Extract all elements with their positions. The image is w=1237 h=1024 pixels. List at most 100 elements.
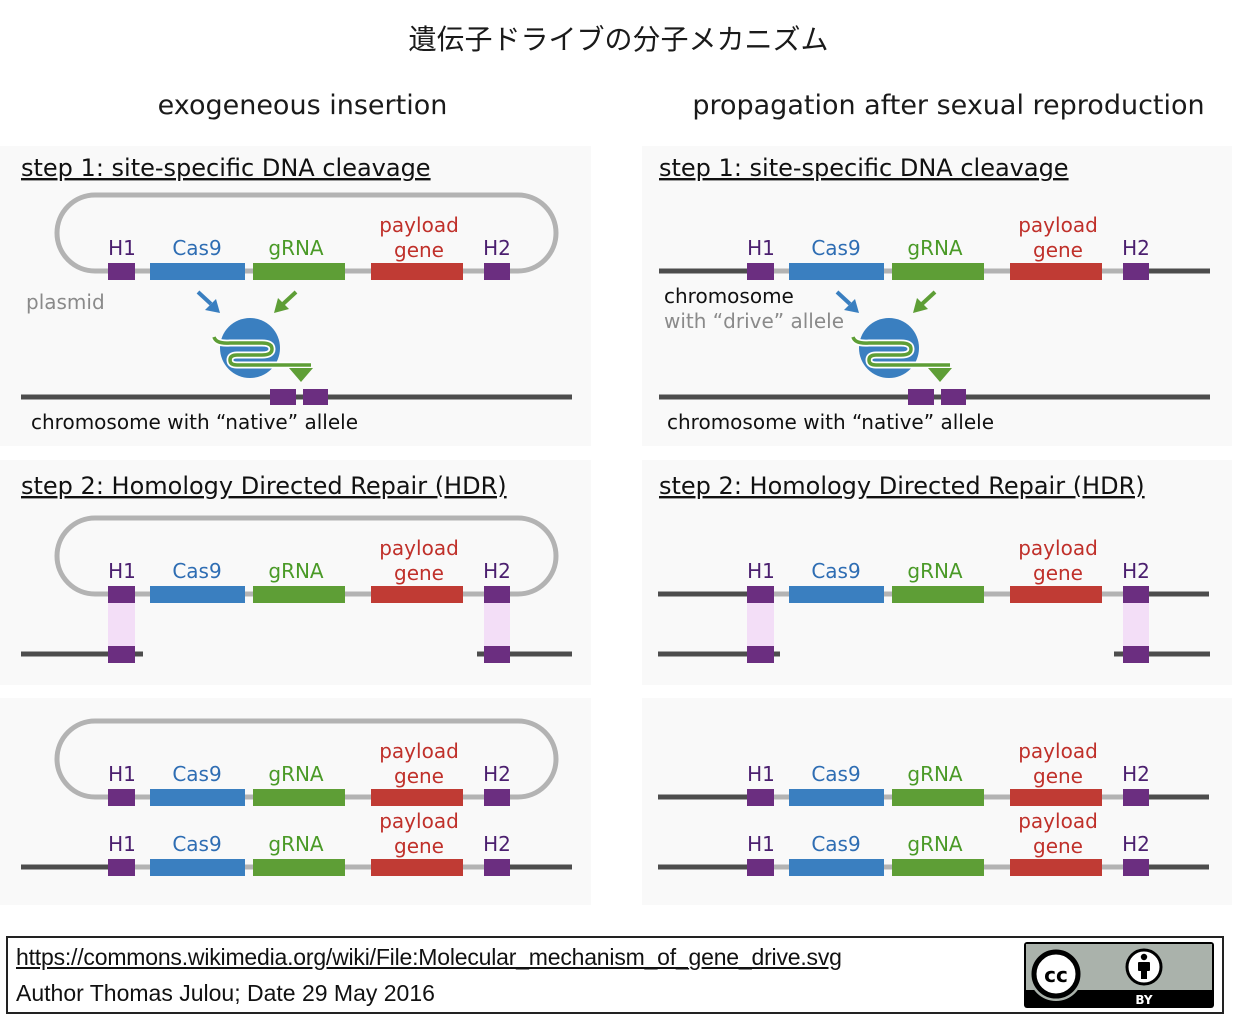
attribution-footer: https://commons.wikimedia.org/wiki/File:…: [6, 936, 1224, 1014]
cas9-label: Cas9: [811, 762, 860, 786]
h2-block: [484, 859, 510, 876]
native-h1-block: [747, 646, 774, 663]
h2-label: H2: [483, 236, 511, 260]
payload-label-line2: gene: [1033, 238, 1083, 262]
grna-block: [253, 789, 345, 806]
hdr-highlight-h1: [108, 603, 135, 648]
step2-title: step 2: Homology Directed Repair (HDR): [659, 472, 1145, 500]
payload-block: [1010, 789, 1102, 806]
diagram-left-result: H1 Cas9 gRNA payload gene H2 H1 Cas9 gRN…: [21, 718, 572, 876]
h2-label: H2: [1122, 762, 1150, 786]
cc-by-license-badge[interactable]: cc BY: [1024, 942, 1214, 1008]
step1-title: step 1: site-specific DNA cleavage: [659, 154, 1069, 182]
panel-left-step2: step 2: Homology Directed Repair (HDR) H…: [0, 460, 591, 685]
payload-label-line2: gene: [1033, 834, 1083, 858]
h1-label: H1: [747, 832, 775, 856]
payload-label-line1: payload: [1018, 213, 1098, 237]
h1-label: H1: [108, 832, 136, 856]
grna-block: [253, 859, 345, 876]
diagram-left-step2: step 2: Homology Directed Repair (HDR) H…: [21, 472, 572, 663]
native-h1-block: [270, 389, 296, 405]
plasmid-backbone: [54, 718, 559, 800]
native-h1-block: [108, 646, 135, 663]
h2-block: [484, 263, 510, 280]
hdr-highlight-h1: [747, 603, 774, 648]
payload-block: [371, 859, 463, 876]
payload-label-line2: gene: [394, 238, 444, 262]
cas9-block: [789, 586, 884, 603]
license-label: BY: [1135, 993, 1152, 1007]
payload-block: [371, 789, 463, 806]
grna-label: gRNA: [268, 559, 324, 583]
grna-block: [892, 789, 984, 806]
payload-block: [1010, 263, 1102, 280]
plasmid-label: plasmid: [26, 290, 105, 314]
native-h2-block: [484, 646, 510, 663]
h2-label: H2: [1122, 832, 1150, 856]
cas9-label: Cas9: [172, 832, 221, 856]
payload-label-line1: payload: [379, 809, 459, 833]
plasmid-backbone: [54, 515, 559, 597]
diagram-right-step1: step 1: site-specific DNA cleavage H1 Ca…: [659, 154, 1210, 434]
attribution-icon: [1125, 948, 1163, 986]
h1-label: H1: [747, 559, 775, 583]
grna-label: gRNA: [907, 236, 963, 260]
cas9-block: [789, 789, 884, 806]
cas9-label: Cas9: [172, 559, 221, 583]
grna-label: gRNA: [907, 559, 963, 583]
h1-block: [747, 789, 774, 806]
payload-block: [1010, 586, 1102, 603]
h1-label: H1: [108, 559, 136, 583]
h2-block: [484, 789, 510, 806]
hdr-highlight-h2: [484, 603, 510, 648]
payload-label-line1: payload: [379, 536, 459, 560]
diagram-right-result: H1 Cas9 gRNA payload gene H2 H1 Cas9 gRN…: [658, 739, 1209, 876]
grna-block: [892, 263, 984, 280]
payload-label-line2: gene: [1033, 561, 1083, 585]
h2-label: H2: [483, 762, 511, 786]
cas9-label: Cas9: [172, 236, 221, 260]
cas9-grna-complex-icon: [210, 318, 313, 382]
native-allele-label: chromosome with “native” allele: [667, 410, 994, 434]
payload-block: [1010, 859, 1102, 876]
payload-block: [371, 586, 463, 603]
diagram-left-step1: step 1: site-specific DNA cleavage H1 Ca…: [21, 154, 572, 434]
payload-label-line2: gene: [394, 764, 444, 788]
h1-label: H1: [747, 762, 775, 786]
cas9-arrow-icon: [196, 290, 220, 313]
native-h2-block: [303, 389, 328, 405]
h2-label: H2: [1122, 236, 1150, 260]
grna-block: [253, 263, 345, 280]
cas9-block: [789, 263, 884, 280]
grna-block: [892, 859, 984, 876]
native-h1-block: [908, 389, 934, 405]
panel-right-step2: step 2: Homology Directed Repair (HDR) H…: [642, 460, 1232, 685]
h1-label: H1: [108, 236, 136, 260]
grna-label: gRNA: [907, 762, 963, 786]
grna-label: gRNA: [268, 236, 324, 260]
cc-icon: cc: [1029, 947, 1083, 1001]
grna-arrow-icon: [913, 290, 937, 313]
grna-block: [253, 586, 345, 603]
source-link[interactable]: https://commons.wikimedia.org/wiki/File:…: [16, 944, 842, 970]
h1-block: [747, 586, 774, 603]
payload-label-line2: gene: [394, 561, 444, 585]
h1-block: [108, 263, 135, 280]
h2-block: [1123, 789, 1149, 806]
cas9-block: [150, 789, 245, 806]
payload-label-line2: gene: [394, 834, 444, 858]
h2-label: H2: [1122, 559, 1150, 583]
payload-label-line1: payload: [379, 739, 459, 763]
h1-block: [108, 859, 135, 876]
cas9-label: Cas9: [172, 762, 221, 786]
h1-block: [108, 586, 135, 603]
h1-label: H1: [108, 762, 136, 786]
payload-label-line1: payload: [1018, 739, 1098, 763]
payload-label-line1: payload: [379, 213, 459, 237]
cas9-block: [150, 586, 245, 603]
step2-title: step 2: Homology Directed Repair (HDR): [21, 472, 507, 500]
h2-block: [1123, 859, 1149, 876]
native-allele-label: chromosome with “native” allele: [31, 410, 358, 434]
h2-label: H2: [483, 832, 511, 856]
h2-block: [1123, 586, 1149, 603]
